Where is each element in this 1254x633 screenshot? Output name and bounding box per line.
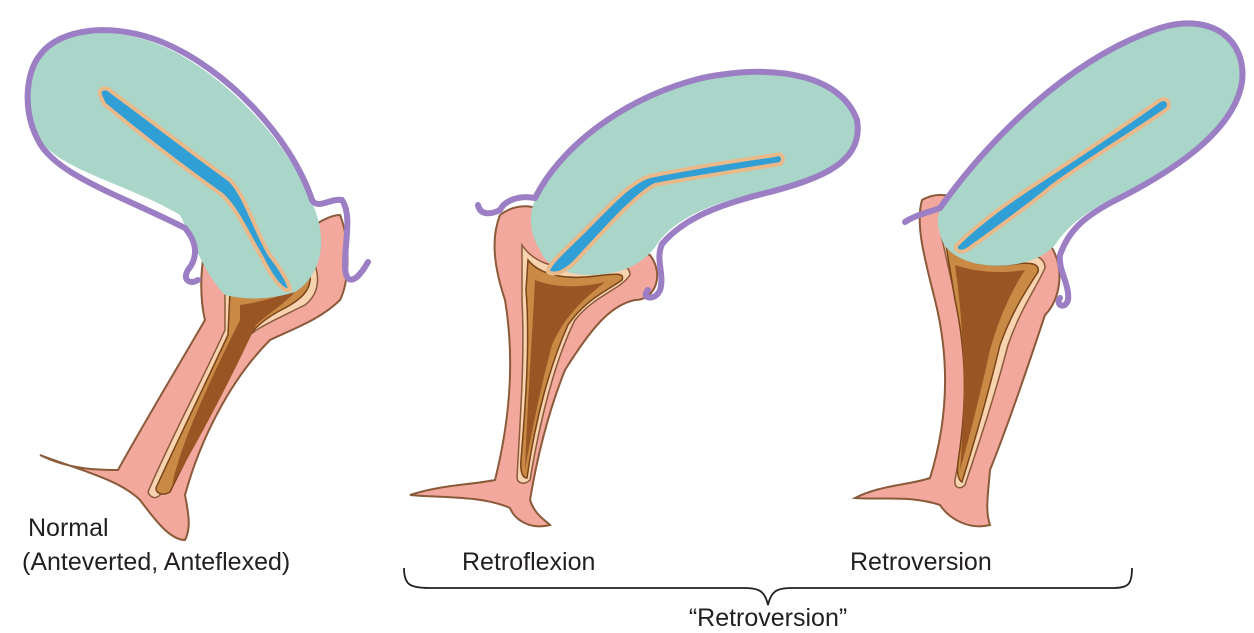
retroflexion-label: Retroflexion xyxy=(462,548,595,576)
retroflexion-uterus-illustration xyxy=(410,72,858,526)
normal-label-line2: (Anteverted, Anteflexed) xyxy=(22,548,290,576)
normal-label-line1: Normal xyxy=(28,514,109,542)
group-label: “Retroversion” xyxy=(689,604,847,632)
retroversion-label: Retroversion xyxy=(850,548,992,576)
normal-uterine-body xyxy=(30,33,321,298)
retroversion-uterus-illustration xyxy=(855,23,1242,526)
normal-uterus-illustration xyxy=(28,30,368,540)
